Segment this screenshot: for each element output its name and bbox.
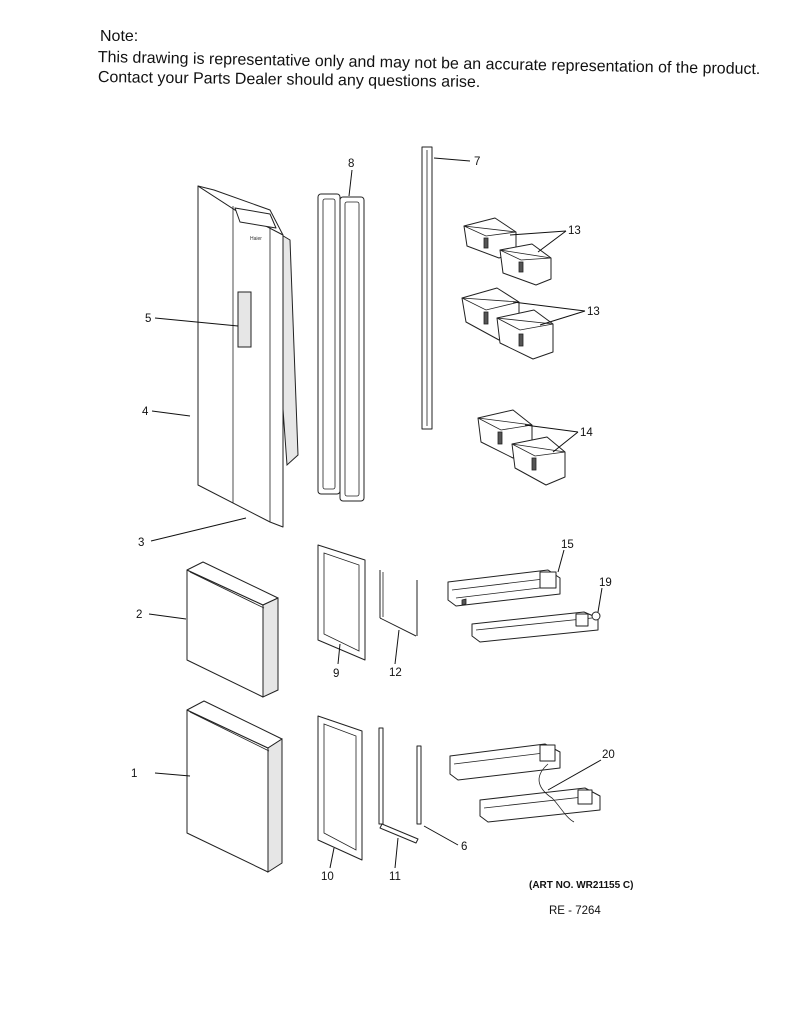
callout-6: 6 [461,841,467,853]
door-assembly-upper: Haier [197,185,299,528]
callout-7: 7 [474,156,480,168]
callout-4: 4 [142,406,149,418]
callout-2: 2 [136,609,142,621]
svg-text:Haier: Haier [250,236,262,242]
callout-19: 19 [599,577,612,589]
seal-strips-11-6 [378,727,422,844]
callout-8: 8 [348,158,354,170]
seal-strips-12 [379,570,418,637]
callout-13-lower: 13 [587,306,600,318]
mullion-7 [421,146,433,430]
drawer-slide-19 [471,611,601,643]
drawer-front-lower [186,700,283,873]
door-bins-13a [463,217,552,286]
door-bins-14 [477,409,566,486]
callout-5: 5 [145,313,151,325]
callout-10: 10 [321,871,334,883]
callout-3: 3 [138,537,144,549]
callout-11: 11 [389,871,401,883]
door-bins-13b [461,287,554,360]
drawer-slide-15 [447,569,561,607]
gasket-9 [317,544,366,661]
callout-15: 15 [561,539,574,551]
callout-14: 14 [580,427,593,439]
note-heading: Note: [100,28,139,45]
drawer-slides-20 [449,743,601,823]
callout-1: 1 [131,768,137,780]
gasket-10 [317,715,363,861]
art-number: (ART NO. WR21155 C) [529,880,633,891]
reference-code: RE - 7264 [549,905,601,917]
callout-13-upper: 13 [568,225,581,237]
callout-20: 20 [602,749,615,761]
drawer-front-upper [186,561,279,698]
callout-12: 12 [389,667,402,679]
callout-9: 9 [333,668,339,680]
gasket-pair-8 [317,193,365,502]
